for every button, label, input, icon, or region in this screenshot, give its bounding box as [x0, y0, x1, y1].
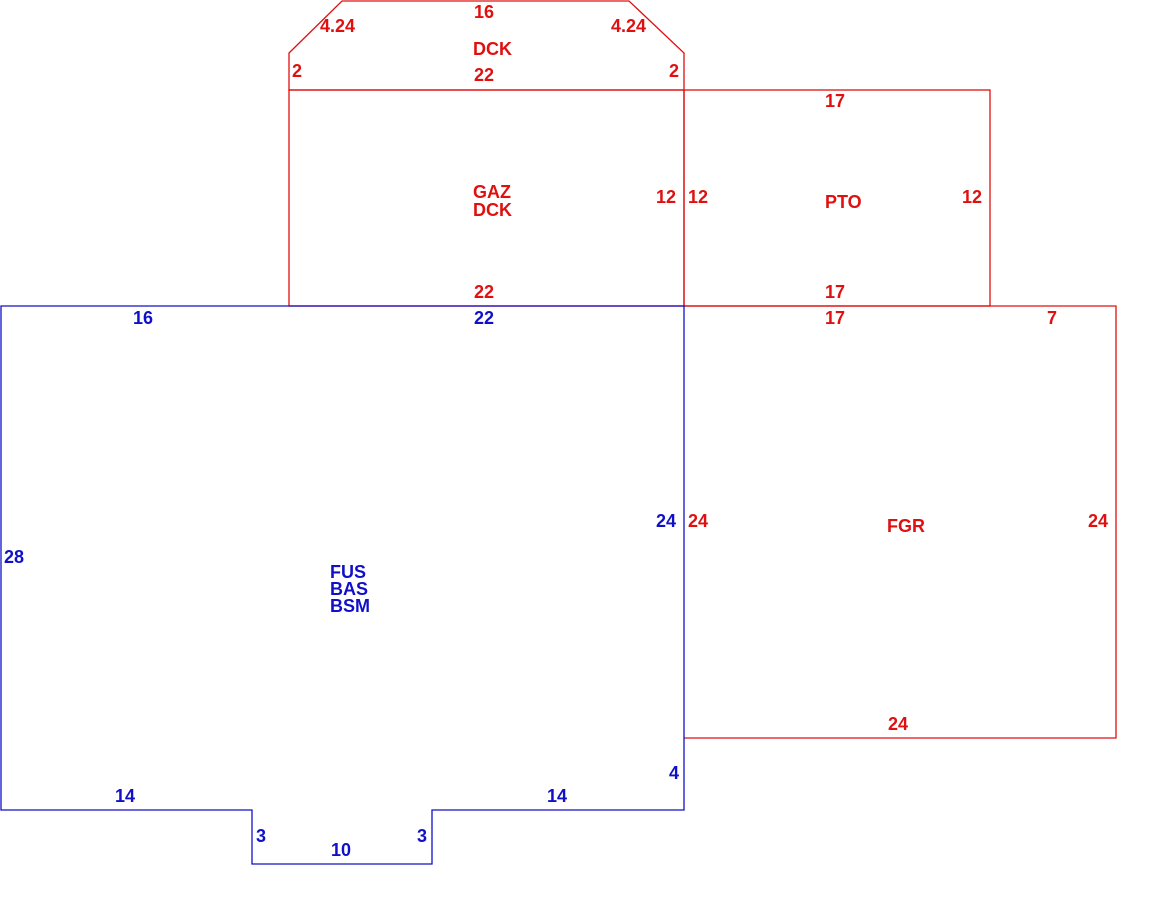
dim-fgr-right: 24 — [1088, 511, 1108, 531]
dim-dck-top: 16 — [474, 2, 494, 22]
dim-dck-bottom: 22 — [474, 65, 494, 85]
dim-house-notch-right: 3 — [417, 826, 427, 846]
area-label-bas: BAS — [330, 579, 368, 599]
area-label-gaz: GAZ — [473, 182, 511, 202]
dim-gaz-right: 12 — [656, 187, 676, 207]
dim-pto-bottom: 17 — [825, 282, 845, 302]
dim-house-right: 24 — [656, 511, 676, 531]
area-label-dck-2: DCK — [473, 200, 512, 220]
dim-fgr-top-b: 7 — [1047, 308, 1057, 328]
fgr-outline — [684, 305, 1117, 739]
dim-house-top-a: 16 — [133, 308, 153, 328]
dim-dck-diag-left: 4.24 — [320, 16, 355, 36]
dim-house-right-lower: 4 — [669, 763, 679, 783]
dim-house-bottom-left: 14 — [115, 786, 135, 806]
area-label-fgr: FGR — [887, 516, 925, 536]
dim-house-notch-bottom: 10 — [331, 840, 351, 860]
dim-fgr-left: 24 — [688, 511, 708, 531]
dim-dck-left: 2 — [292, 61, 302, 81]
dim-house-left: 28 — [4, 547, 24, 567]
area-label-dck: DCK — [473, 39, 512, 59]
area-label-pto: PTO — [825, 192, 862, 212]
dim-pto-left: 12 — [688, 187, 708, 207]
dim-house-bottom-right: 14 — [547, 786, 567, 806]
dim-dck-diag-right: 4.24 — [611, 16, 646, 36]
area-label-fus: FUS — [330, 562, 366, 582]
dim-fgr-bottom: 24 — [888, 714, 908, 734]
dim-pto-top: 17 — [825, 91, 845, 111]
house-outline — [0, 305, 685, 865]
dim-pto-right: 12 — [962, 187, 982, 207]
dim-dck-right: 2 — [669, 61, 679, 81]
dim-house-notch-left: 3 — [256, 826, 266, 846]
dim-house-top-b: 22 — [474, 308, 494, 328]
dim-gaz-bottom: 22 — [474, 282, 494, 302]
dim-fgr-top-a: 17 — [825, 308, 845, 328]
area-label-bsm: BSM — [330, 596, 370, 616]
